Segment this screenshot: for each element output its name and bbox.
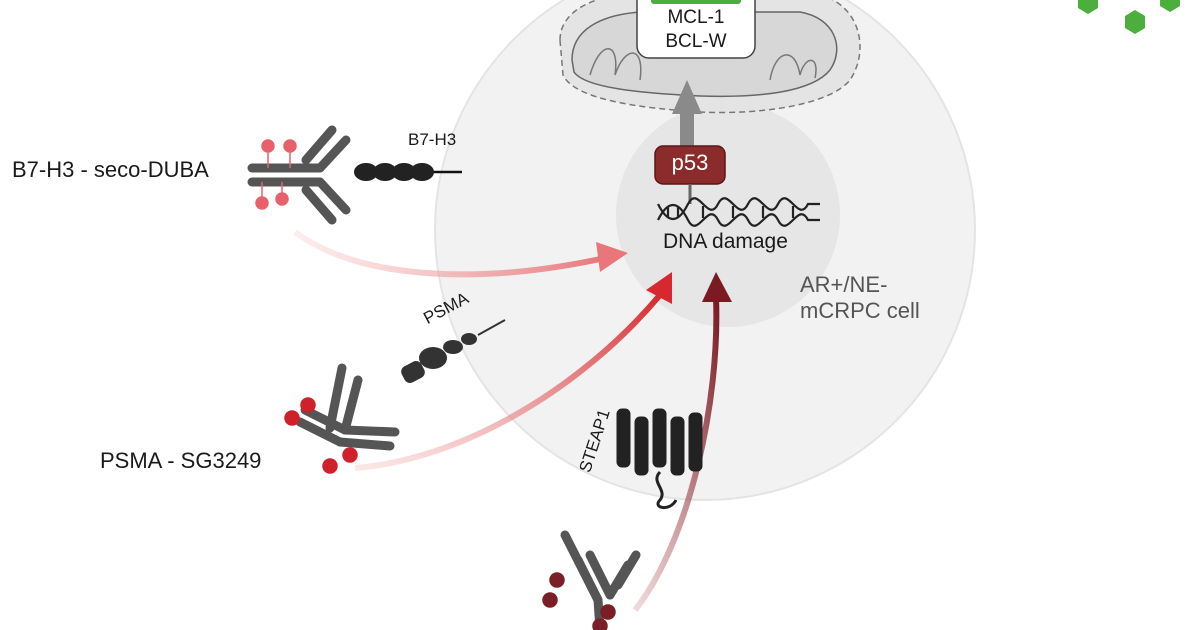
bcl2-header-bar [651,0,741,4]
psma-receptor [401,319,506,383]
receptor-label-b7h3: B7-H3 [408,130,457,149]
antibody-steap1 [560,530,641,630]
p53-to-mito-arrow [672,80,702,146]
p53-label: p53 [671,150,709,175]
antibody-b7h3 [247,125,351,225]
mito-box-line1: MCL-1 [667,7,725,28]
psma-arrow [354,293,663,471]
b7h3-arrow [293,229,606,278]
cell-label-line2: mCRPC cell [800,298,920,323]
bcl2-family-box [636,0,756,59]
antibody-psma [295,363,400,451]
adc-label-psma: PSMA - SG3249 [100,448,262,473]
adc-label-b7h3: B7-H3 - seco-DUBA [12,157,209,182]
decorative-hexagons [1078,0,1180,34]
cell-label-line1: AR+/NE- [800,272,888,297]
dna-damage-label: DNA damage [663,230,788,253]
mito-box-line2: BCL-W [665,31,727,52]
payload-b7h3 [255,139,297,210]
dna-helix-icon [657,197,820,227]
payload-psma [284,397,358,474]
payload-steap1 [542,572,616,630]
steap1-receptor [616,408,703,509]
b7h3-receptor [354,163,462,181]
